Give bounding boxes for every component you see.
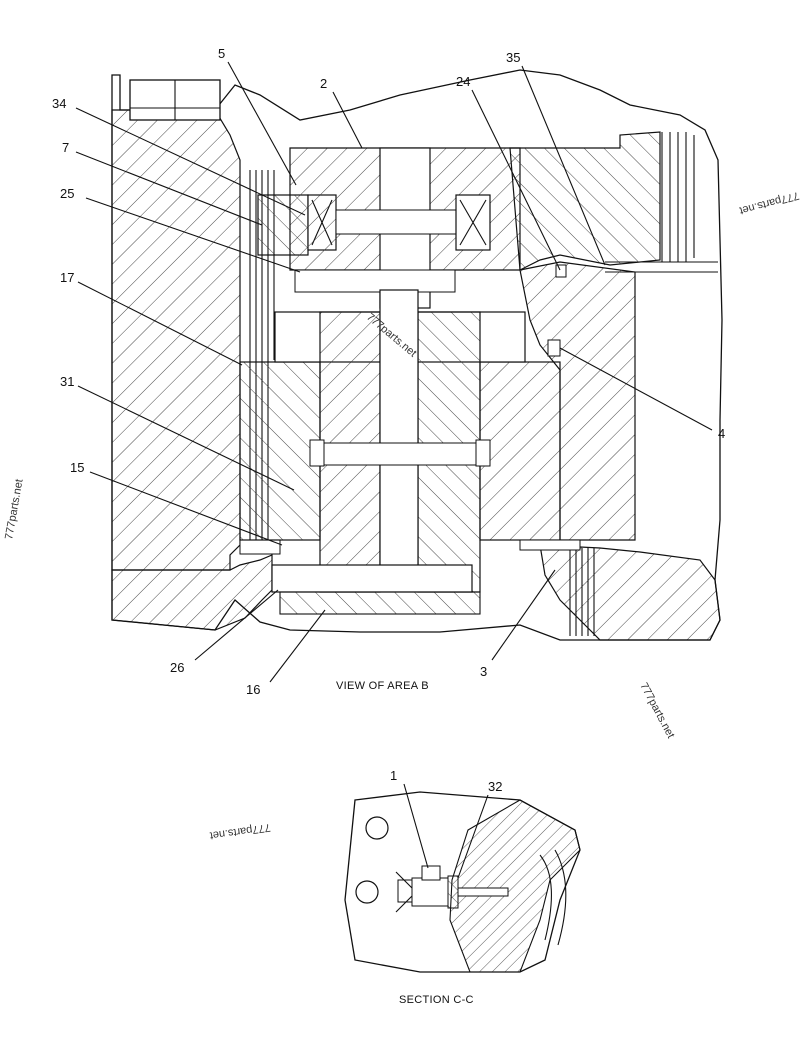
callout-32: 32 [488, 779, 502, 794]
callout-16: 16 [246, 682, 260, 697]
bottom-block [279, 591, 481, 615]
valve-fitting [395, 865, 509, 913]
watermark-top-right: 777parts.net [738, 189, 800, 216]
callout-2: 2 [320, 76, 327, 91]
left-housing [111, 109, 241, 571]
callout-26: 26 [170, 660, 184, 675]
callout-4: 4 [718, 426, 725, 441]
callouts-main: 5 2 24 35 34 7 25 17 31 15 26 16 3 4 [52, 46, 725, 697]
disc-stack-bottom-right [569, 548, 595, 636]
callout-24: 24 [456, 74, 470, 89]
section-c-c: 1 32 SECTION C-C [344, 768, 581, 1006]
center-shaft [379, 289, 419, 591]
callout-35: 35 [506, 50, 520, 65]
pins [309, 264, 567, 467]
right-upper-housing [509, 131, 661, 271]
bolt-hole-top [365, 816, 389, 840]
watermark-section: 777parts.net [209, 821, 271, 841]
planet-gear-left [239, 361, 321, 541]
main-view: 5 2 24 35 34 7 25 17 31 15 26 16 3 4 VIE… [52, 46, 725, 697]
bottom-plate [271, 564, 473, 593]
leader-lines [75, 61, 713, 683]
callout-3: 3 [480, 664, 487, 679]
watermark-left-edge: 777parts.net [3, 478, 25, 540]
callout-31: 31 [60, 374, 74, 389]
caption-view-of-area-b: VIEW OF AREA B [336, 680, 429, 692]
callout-25: 25 [60, 186, 74, 201]
callout-5: 5 [218, 46, 225, 61]
planet-gear-right [479, 361, 561, 541]
callout-17: 17 [60, 270, 74, 285]
bottom-right-housing [539, 544, 721, 641]
callout-7: 7 [62, 140, 69, 155]
watermark-right-lower: 777parts.net [637, 681, 676, 741]
callout-1: 1 [390, 768, 397, 783]
bolt-hole-bottom [355, 880, 379, 904]
callout-34: 34 [52, 96, 66, 111]
callout-15: 15 [70, 460, 84, 475]
right-rings [605, 132, 718, 273]
caption-section-c-c: SECTION C-C [399, 994, 474, 1006]
